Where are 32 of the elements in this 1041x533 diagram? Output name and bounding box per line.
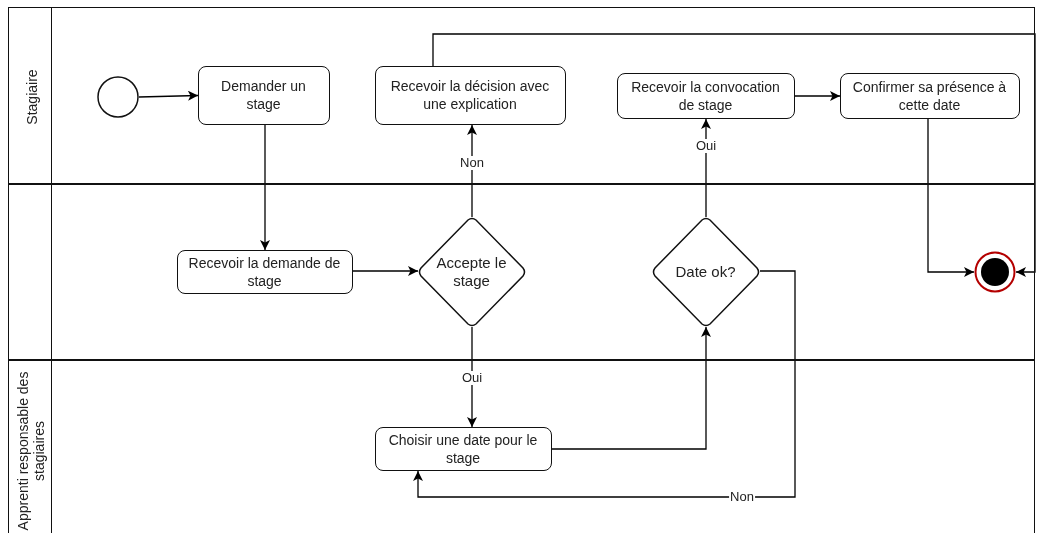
arrow bbox=[794, 91, 841, 101]
process-box: Demander un stage bbox=[197, 65, 330, 125]
arrow bbox=[352, 266, 419, 276]
edge-label: Non bbox=[459, 156, 485, 170]
process-box: Recevoir la décision avec une explication bbox=[374, 65, 566, 125]
arrow bbox=[467, 124, 477, 218]
decision-diamond bbox=[651, 216, 760, 327]
swimlane bbox=[8, 184, 1035, 360]
lane-label: Apprenti responsable des stagiaires bbox=[14, 371, 48, 531]
arrow bbox=[467, 326, 477, 428]
decision-text: Date ok? bbox=[674, 262, 737, 281]
edge-label: Oui bbox=[460, 371, 484, 385]
arrow bbox=[927, 118, 975, 277]
end-event bbox=[973, 250, 1016, 293]
decision-diamond bbox=[417, 216, 526, 327]
process-box: Recevoir la demande de stage bbox=[176, 249, 353, 294]
arrow bbox=[138, 90, 199, 101]
process-box: Confirmer sa présence à cette date bbox=[839, 72, 1020, 119]
decision-text: Accepte le stage bbox=[435, 253, 508, 290]
arrow bbox=[413, 270, 796, 498]
arrow bbox=[432, 33, 1036, 277]
lane-label: Stagiaire bbox=[22, 67, 41, 127]
swimlane bbox=[8, 360, 1035, 533]
swimlane bbox=[8, 7, 1035, 184]
arrow bbox=[260, 124, 270, 251]
process-box: Choisir une date pour le stage bbox=[374, 426, 552, 471]
process-box: Recevoir la convocation de stage bbox=[616, 72, 795, 119]
arrow bbox=[551, 326, 711, 450]
edge-label: Oui bbox=[694, 139, 718, 153]
start-event bbox=[96, 75, 139, 118]
arrow bbox=[701, 118, 711, 218]
edge-label: Non bbox=[729, 490, 755, 504]
